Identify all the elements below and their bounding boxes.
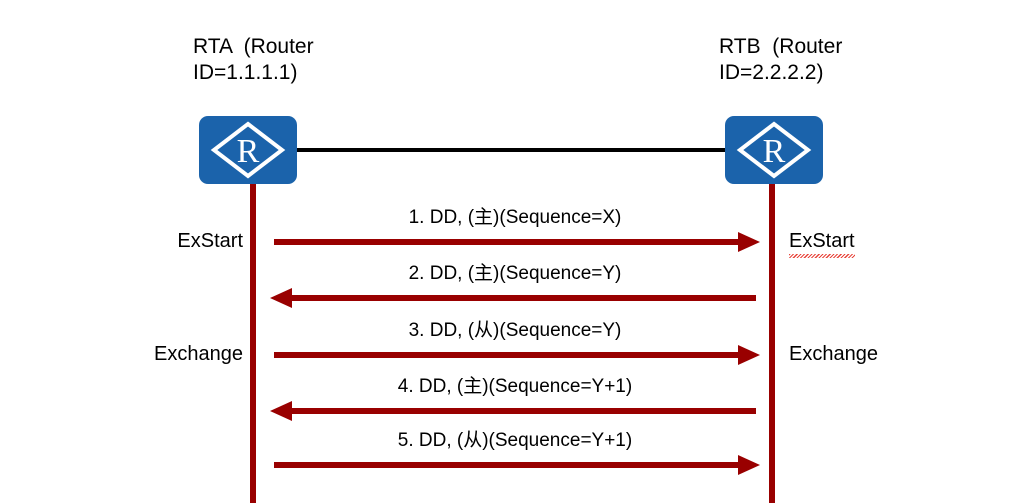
message-label-4: 4. DD, (主)(Sequence=Y+1) xyxy=(397,376,633,397)
message-row-2: 2. DD, (主)(Sequence=Y) xyxy=(0,262,1018,310)
state-label-left-exstart: ExStart xyxy=(177,230,243,252)
lifeline-rtb xyxy=(769,184,775,503)
message-row-1: 1. DD, (主)(Sequence=X) xyxy=(0,206,1018,254)
message-arrow-1-ltr xyxy=(256,232,774,252)
message-arrow-4-rtl xyxy=(256,401,774,421)
state-label-right-exstart: ExStart xyxy=(789,228,989,258)
message-row-4: 4. DD, (主)(Sequence=Y+1) xyxy=(0,375,1018,423)
message-row-5: 5. DD, (从)(Sequence=Y+1) xyxy=(0,429,1018,477)
lifeline-rta xyxy=(250,184,256,503)
router-a-label: RTA (Router ID=1.1.1.1) xyxy=(193,35,314,84)
router-link-line xyxy=(297,148,727,152)
message-label-3: 3. DD, (从)(Sequence=Y) xyxy=(408,320,622,341)
message-arrow-2-rtl xyxy=(256,288,774,308)
svg-text:R: R xyxy=(237,133,260,170)
message-label-2: 2. DD, (主)(Sequence=Y) xyxy=(408,263,622,284)
router-b-label: RTB (Router ID=2.2.2.2) xyxy=(719,35,843,84)
message-arrow-5-ltr xyxy=(256,455,774,475)
state-label-left-exchange: Exchange xyxy=(154,343,243,365)
router-icon-rta[interactable]: R xyxy=(199,116,297,184)
router-icon-rtb[interactable]: R xyxy=(725,116,823,184)
message-label-5: 5. DD, (从)(Sequence=Y+1) xyxy=(397,430,633,451)
state-label-right-exstart-text: ExStart xyxy=(789,230,855,258)
svg-text:R: R xyxy=(763,133,786,170)
message-row-3: 3. DD, (从)(Sequence=Y) xyxy=(0,319,1018,367)
message-arrow-3-ltr xyxy=(256,345,774,365)
state-label-right-exchange: Exchange xyxy=(789,343,878,365)
message-label-1: 1. DD, (主)(Sequence=X) xyxy=(408,207,622,228)
